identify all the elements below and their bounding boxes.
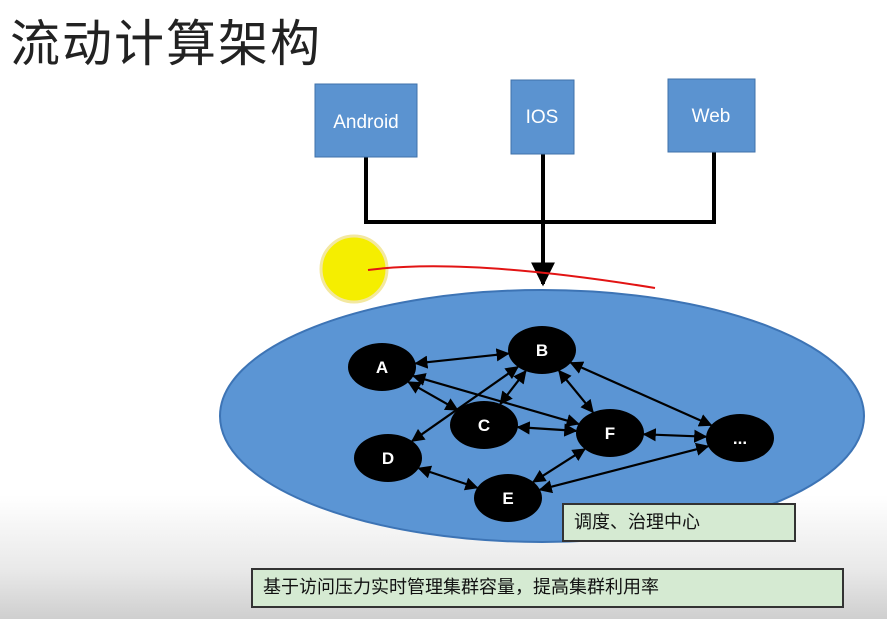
android-label: Android [333,112,399,133]
bottom-note: 基于访问压力实时管理集群容量，提高集群利用率 [251,568,844,608]
android-box [314,83,418,158]
client-connectors [364,152,716,287]
red-pointer-line [367,265,656,289]
node-label-A: A [376,358,388,377]
node-D [354,434,422,482]
cluster-nodes: A B C D E F... [348,326,774,522]
edge-C-F [516,421,578,437]
client-boxes: Android IOS Web [314,78,756,158]
scheduler-note: 调度、治理中心 [562,503,796,542]
node-E [474,474,542,522]
edge-D-E [417,465,479,491]
edge-F-more [642,428,708,443]
ios-box [510,79,575,155]
edge-B-C [499,370,527,405]
node-B [508,326,576,374]
node-label-C: C [478,416,490,435]
node-C [450,401,518,449]
node-label-F: F [605,424,615,443]
node-label-B: B [536,341,548,360]
page-title: 流动计算架构 [10,15,322,73]
node-label-E: E [502,489,513,508]
node-label-D: D [382,449,394,468]
web-label: Web [692,106,731,127]
edge-E-more [538,442,710,494]
edge-B-more [569,361,713,427]
web-box [667,78,756,153]
node-A [348,343,416,391]
node-label-more: ... [733,429,747,448]
cluster-edges [407,348,713,494]
ios-label: IOS [526,107,559,128]
node-F [576,409,644,457]
node-more [706,414,774,462]
edge-A-B [414,348,510,369]
